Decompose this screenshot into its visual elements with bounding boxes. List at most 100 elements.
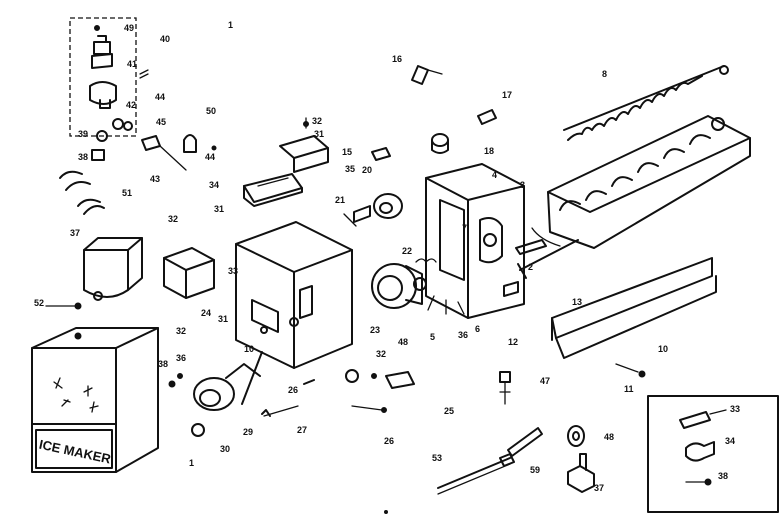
callout-15: 15 <box>342 147 352 157</box>
callout-22: 22 <box>402 246 412 256</box>
callout-41: 41 <box>127 59 137 69</box>
callout-26b: 26 <box>288 385 298 395</box>
screw-11 <box>615 363 646 378</box>
water-valve-fittings <box>89 25 149 131</box>
callout-layer: 4940414442453938504443513752323135343132… <box>34 20 740 493</box>
callout-33b: 33 <box>730 404 740 414</box>
probe-47 <box>499 371 511 405</box>
housing-24 <box>235 221 359 385</box>
mounting-plate-4 <box>425 163 547 319</box>
callout-37a: 37 <box>70 228 80 238</box>
callout-49: 49 <box>124 23 134 33</box>
callout-4: 4 <box>492 170 497 180</box>
switch-assembly-35 <box>279 117 329 173</box>
ice-maker-front-panel: ICE MAKER <box>31 327 159 473</box>
callout-36b: 36 <box>176 353 186 363</box>
callout-27: 27 <box>297 425 307 435</box>
callout-42: 42 <box>126 100 136 110</box>
fitting-37b <box>567 453 595 493</box>
grommet-48 <box>567 425 585 447</box>
callout-25: 25 <box>444 406 454 416</box>
callout-17: 17 <box>502 90 512 100</box>
callout-38c: 38 <box>158 359 168 369</box>
callout-34: 34 <box>209 180 219 190</box>
callout-13: 13 <box>572 297 582 307</box>
callout-20: 20 <box>362 165 372 175</box>
callout-29: 29 <box>243 427 253 437</box>
callout-35: 35 <box>345 164 355 174</box>
callout-40: 40 <box>160 34 170 44</box>
wire-harness <box>437 427 543 495</box>
callout-5: 5 <box>430 332 435 342</box>
part-18 <box>431 133 449 154</box>
bracket-37 <box>83 237 143 301</box>
callout-45: 45 <box>156 117 166 127</box>
callout-59: 59 <box>530 465 540 475</box>
callout-32b: 32 <box>168 214 178 224</box>
callout-2: 2 <box>528 262 533 272</box>
callout-10b: 10 <box>244 344 254 354</box>
callout-24a: 24 <box>201 308 211 318</box>
motor-23 <box>371 263 427 309</box>
shaft-2 <box>517 239 579 279</box>
callout-23: 23 <box>370 325 380 335</box>
callout-21: 21 <box>335 195 345 205</box>
ice-maker-panel-label: ICE MAKER <box>38 437 113 467</box>
stray-mark <box>384 510 388 514</box>
callout-47: 47 <box>540 376 550 386</box>
callout-26a: 26 <box>384 436 394 446</box>
bracket-34 <box>243 173 303 207</box>
inset-parts-box <box>647 395 779 513</box>
callout-48b: 48 <box>604 432 614 442</box>
drive-arm-and-gear <box>168 351 299 437</box>
valve-stem <box>141 135 187 171</box>
callout-39: 39 <box>78 129 88 139</box>
callout-31b: 31 <box>214 204 224 214</box>
callout-16: 16 <box>392 54 402 64</box>
spring-22 <box>415 258 437 264</box>
switch-15 <box>371 147 391 161</box>
callout-10: 10 <box>658 344 668 354</box>
callout-36: 36 <box>458 330 468 340</box>
callout-3: 3 <box>520 180 525 190</box>
callout-30: 30 <box>220 444 230 454</box>
screw-16-and-post-17 <box>411 65 497 125</box>
callout-53: 53 <box>432 453 442 463</box>
mold-3 <box>531 115 751 249</box>
callout-12: 12 <box>508 337 518 347</box>
ejector-blade-8 <box>563 65 729 141</box>
callout-44a: 44 <box>155 92 165 102</box>
callout-34b: 34 <box>725 436 735 446</box>
callout-1a: 1 <box>228 20 233 30</box>
callout-32c: 32 <box>176 326 186 336</box>
callout-37b: 37 <box>594 483 604 493</box>
screw-52 <box>45 302 82 310</box>
callout-44b: 44 <box>205 152 215 162</box>
callout-11: 11 <box>624 384 634 394</box>
callout-31c: 31 <box>218 314 228 324</box>
cover-10 <box>551 257 717 359</box>
callout-1b: 1 <box>189 458 194 468</box>
callout-43: 43 <box>150 174 160 184</box>
callout-6: 6 <box>475 324 480 334</box>
callout-38b: 38 <box>718 471 728 481</box>
callout-31a: 31 <box>314 129 324 139</box>
callout-32a: 32 <box>312 116 322 126</box>
bracket-25 <box>351 371 415 413</box>
small-clip <box>183 134 217 153</box>
callout-50: 50 <box>206 106 216 116</box>
callout-38a: 38 <box>78 152 88 162</box>
callout-48a: 48 <box>398 337 408 347</box>
callout-52: 52 <box>34 298 44 308</box>
timing-cam-20 <box>343 193 403 227</box>
callout-51: 51 <box>122 188 132 198</box>
callout-18: 18 <box>484 146 494 156</box>
callout-32d: 32 <box>376 349 386 359</box>
fitting-group-outline <box>69 17 137 137</box>
thermostat-block-33 <box>163 247 215 299</box>
callout-33: 33 <box>228 266 238 276</box>
callout-8: 8 <box>602 69 607 79</box>
callout-7: 7 <box>462 223 467 233</box>
inlet-tube-parts <box>59 130 108 215</box>
